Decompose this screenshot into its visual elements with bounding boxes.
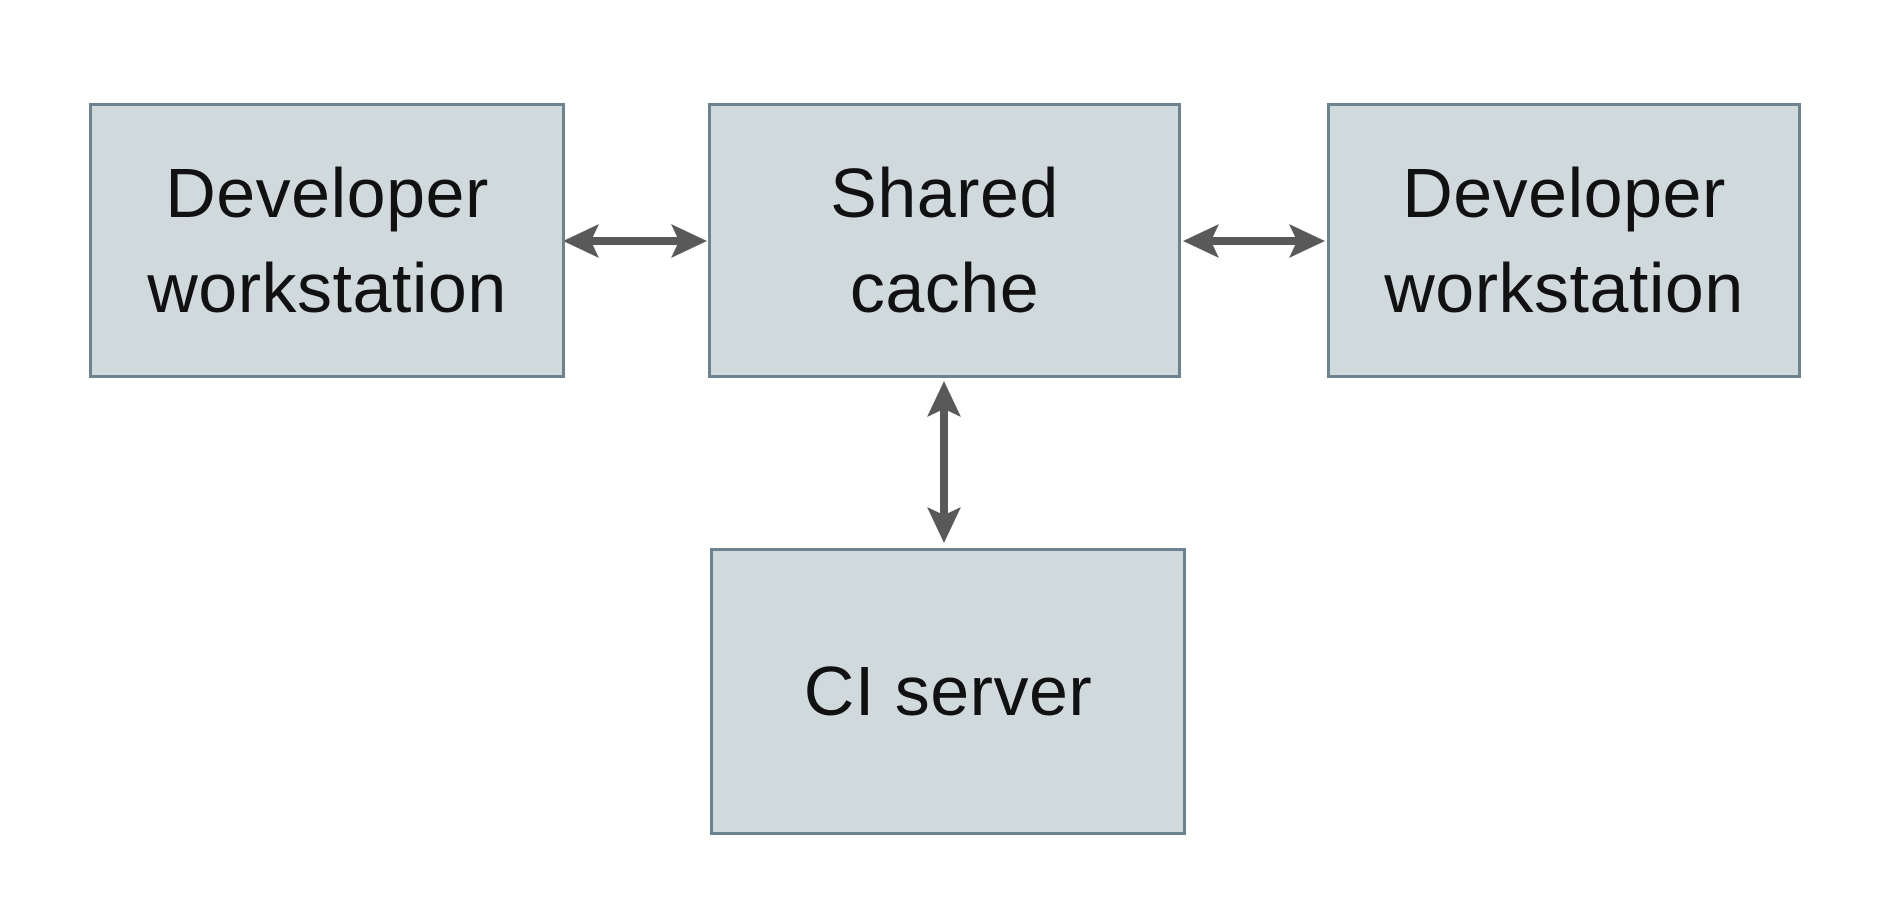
node-label-line: Developer (165, 154, 489, 232)
node-label: Shared cache (830, 146, 1059, 335)
node-label: CI server (804, 644, 1092, 739)
arrow-sharedcache-devright (1183, 224, 1325, 258)
node-label-line: CI server (803, 652, 1093, 731)
node-label-line: workstation (1384, 248, 1744, 327)
node-label-line: cache (849, 248, 1040, 327)
arrow-devleft-sharedcache (563, 224, 707, 258)
node-label-line: Shared (830, 154, 1059, 232)
node-developer-workstation-right: Developer workstation (1327, 103, 1801, 378)
node-shared-cache: Shared cache (708, 103, 1181, 378)
arrow-sharedcache-ciserver (927, 381, 961, 543)
node-label: Developer workstation (147, 146, 507, 335)
node-developer-workstation-left: Developer workstation (89, 103, 565, 378)
node-label-line: workstation (147, 248, 507, 327)
node-ci-server: CI server (710, 548, 1186, 835)
node-label: Developer workstation (1384, 146, 1744, 335)
node-label-line: Developer (1402, 154, 1726, 232)
